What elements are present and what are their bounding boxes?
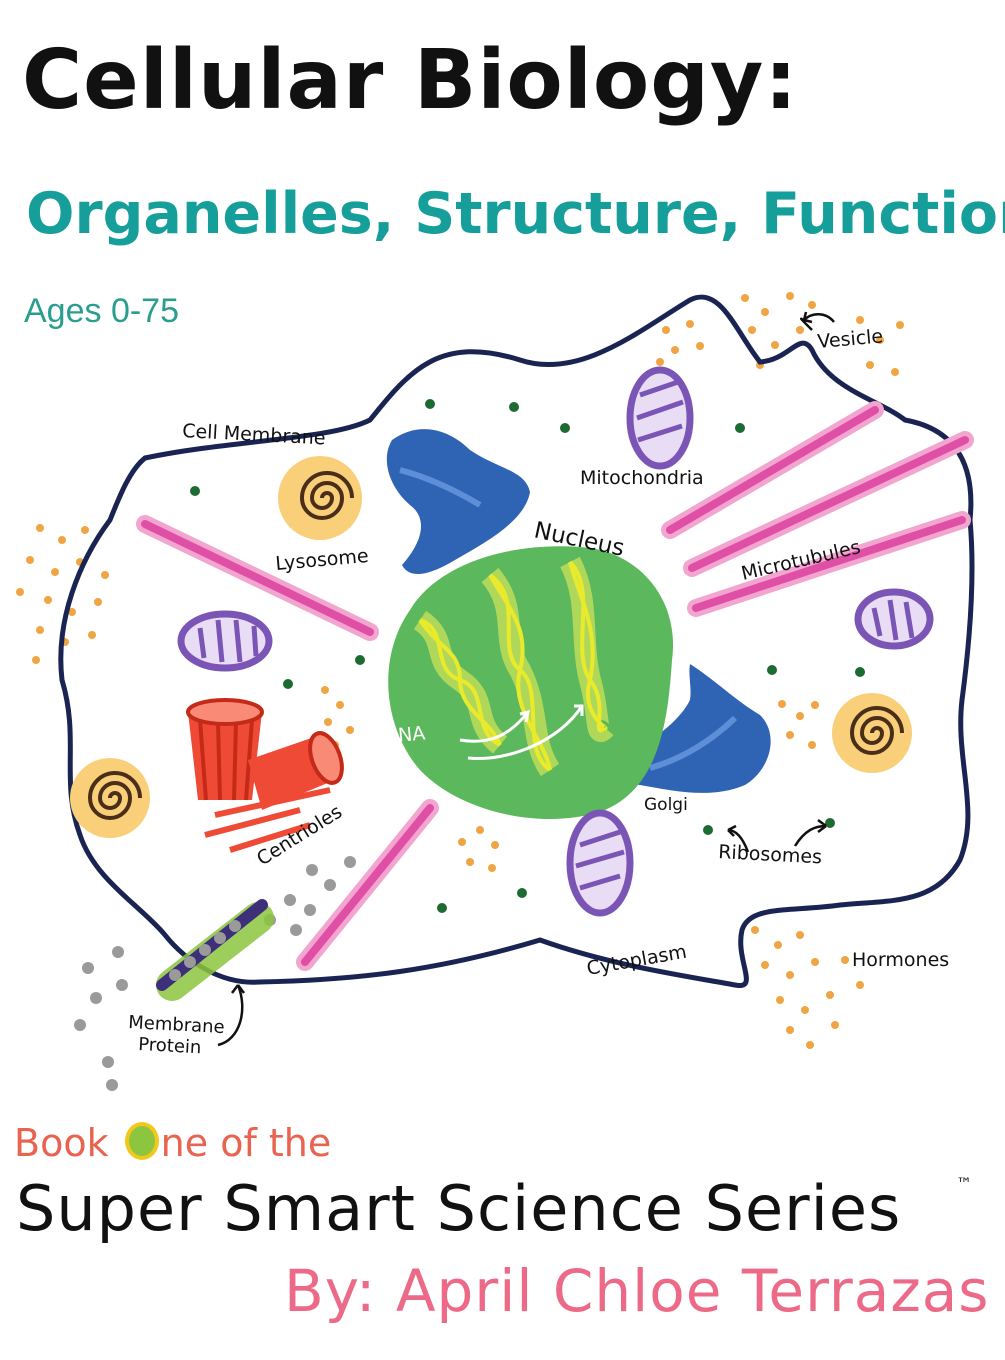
microtubules	[136, 401, 974, 971]
book-prefix: Book	[14, 1121, 121, 1165]
hormone-dots-inner	[321, 686, 819, 872]
label-dna: DNA	[383, 722, 427, 748]
label-ribosomes: Ribosomes	[718, 841, 823, 868]
book-subtitle: Organelles, Structure, Function	[26, 181, 1005, 247]
label-membrane-protein-line2: Protein	[138, 1034, 202, 1058]
series-name: Super Smart Science Series	[16, 1172, 902, 1245]
age-range: Ages 0-75	[24, 292, 179, 330]
lysosomes	[70, 456, 912, 838]
label-membrane-protein-line1: Membrane	[128, 1012, 225, 1038]
ribosomes	[190, 399, 865, 913]
label-lysosome: Lysosome	[275, 545, 370, 575]
label-cell-membrane: Cell Membrane	[182, 420, 326, 449]
green-o-icon	[124, 1122, 159, 1160]
label-mitochondria: Mitochondria	[580, 467, 704, 489]
mitochondria	[177, 366, 934, 917]
book-title: Cellular Biology:	[22, 33, 799, 128]
series-number-line: Book ne of the	[14, 1122, 331, 1162]
dna-strands	[413, 556, 614, 777]
book-word-rest: ne of the	[160, 1121, 332, 1165]
hormone-dots-bottom	[751, 926, 864, 1049]
label-hormones: Hormones	[852, 949, 949, 971]
golgi-upper	[386, 429, 530, 575]
centrioles	[186, 698, 344, 853]
label-vesicle: Vesicle	[817, 325, 884, 353]
membrane-protein	[156, 899, 274, 1001]
cell-membrane-outline	[58, 294, 975, 988]
label-golgi: Golgi	[644, 795, 688, 815]
golgi-lower	[614, 664, 771, 793]
trademark-mark: ™	[956, 1174, 972, 1193]
author-line: By: April Chloe Terrazas	[284, 1257, 990, 1325]
label-arrows	[217, 311, 835, 1047]
